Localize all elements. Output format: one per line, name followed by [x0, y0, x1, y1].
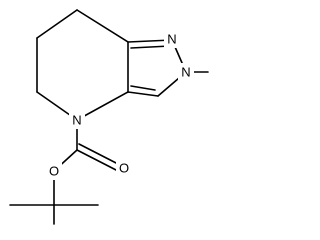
bond-carbonyl-c-o-b — [78, 143, 121, 166]
atom-n4: N — [69, 111, 85, 129]
piperidine-ring — [36, 9, 129, 121]
atom-o-ester-label: O — [49, 164, 59, 179]
boc-group — [9, 119, 121, 225]
atom-o-carbonyl: O — [116, 159, 132, 177]
atom-n2-label: N — [181, 65, 190, 80]
bond-carbonyl-c-o-a — [76, 149, 119, 172]
atom-n4-label: N — [72, 113, 81, 128]
atom-n2: N — [178, 63, 194, 81]
atom-n1-label: N — [167, 32, 176, 47]
atom-o-ester: O — [46, 162, 62, 180]
bond-c3-c3a-outer — [127, 91, 159, 97]
atom-o-carbonyl-label: O — [119, 161, 129, 176]
atom-n1: N — [164, 30, 180, 48]
bond-c3-c3a-inner — [130, 85, 156, 91]
bond-c7a-n1-inner — [130, 45, 171, 49]
bond-c7-c7a — [76, 9, 129, 43]
pyrazole-ring — [127, 39, 187, 97]
chemical-structure: N N N O O — [9, 9, 209, 225]
bond-c7-c6 — [36, 9, 78, 39]
bond-n4-c3a — [76, 91, 129, 121]
